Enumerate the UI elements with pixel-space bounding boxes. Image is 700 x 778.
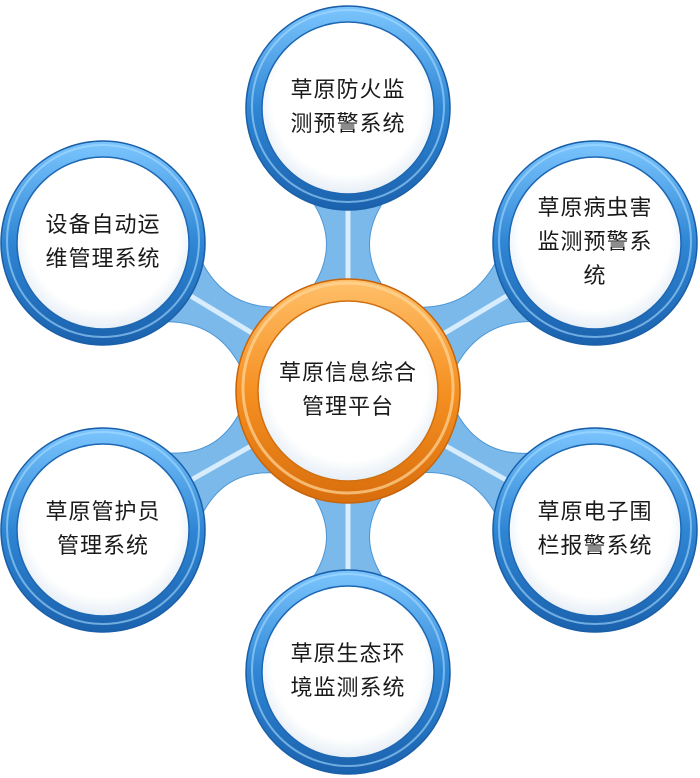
connector-highlight-pest: [436, 289, 516, 340]
satellite-ring-group: [0, 5, 698, 775]
satellite-face-equipment: [16, 156, 190, 330]
hub-ring-group: [235, 278, 461, 504]
connector-highlight-equipment: [182, 290, 260, 339]
satellite-ring-shine-fence: [498, 431, 692, 625]
satellite-ring-shine-fire: [251, 9, 445, 203]
satellite-face-fire: [261, 21, 435, 195]
satellite-ring-shine-ecology: [251, 573, 445, 767]
satellite-face-ecology: [261, 585, 435, 759]
connector-highlight-ranger: [183, 440, 259, 486]
satellite-face-fence: [508, 443, 682, 617]
hub-ring-shine: [241, 281, 455, 495]
satellite-ring-shine-ranger: [6, 431, 200, 625]
hub-face: [257, 300, 439, 482]
satellite-face-pest: [508, 156, 682, 330]
satellite-face-ranger: [16, 443, 190, 617]
satellite-ring-shine-pest: [498, 144, 692, 338]
connector-highlight-fence: [437, 440, 514, 486]
satellite-ring-shine-equipment: [6, 144, 200, 338]
